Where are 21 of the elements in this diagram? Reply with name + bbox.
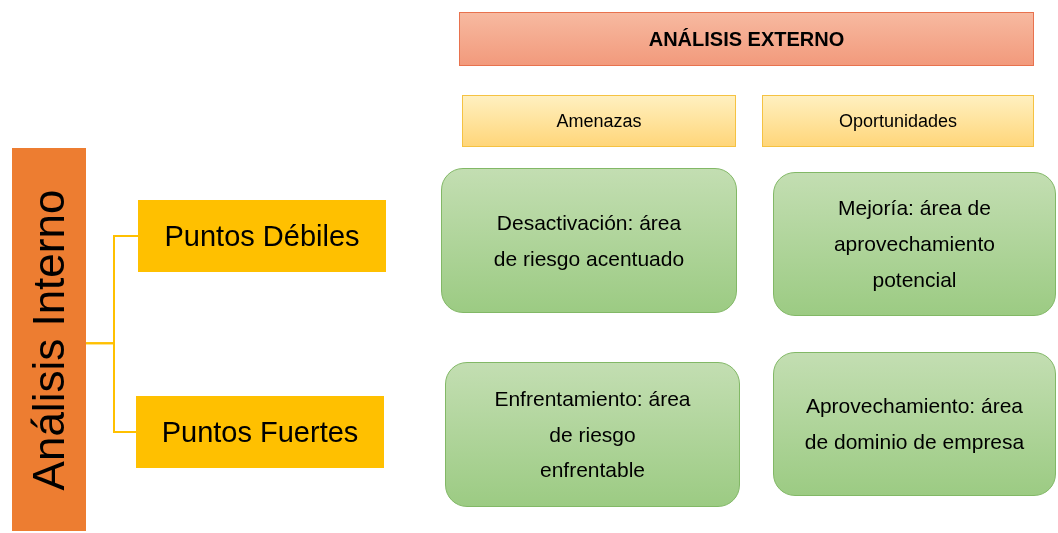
quadrant-box — [441, 168, 737, 313]
column-header — [762, 95, 1034, 147]
box-label: Enfrentamiento: área de riesgo enfrentable — [494, 385, 691, 484]
column-header — [462, 95, 736, 147]
header-box — [459, 12, 1034, 66]
box-label: Puntos Fuertes — [161, 415, 359, 449]
quadrant-box — [773, 352, 1056, 496]
bracket-line — [85, 342, 137, 433]
box-label: Mejoría: área de aprovechamiento potencial — [832, 195, 997, 293]
box-label: Amenazas — [556, 110, 642, 132]
box-label: Desactivación: área de riesgo acentuado — [492, 209, 686, 272]
vertical-title: Análisis Interno — [24, 189, 74, 490]
quadrant-box — [445, 362, 740, 507]
box-label: Oportunidades — [838, 110, 958, 132]
box-label: ANÁLISIS EXTERNO — [648, 27, 845, 51]
label-box — [136, 396, 384, 468]
box-label: Aprovechamiento: área de dominio de empresa — [803, 393, 1026, 455]
label-box — [138, 200, 386, 272]
quadrant-box — [773, 172, 1056, 316]
box-label: Puntos Débiles — [164, 219, 360, 253]
side-bar — [12, 148, 86, 531]
